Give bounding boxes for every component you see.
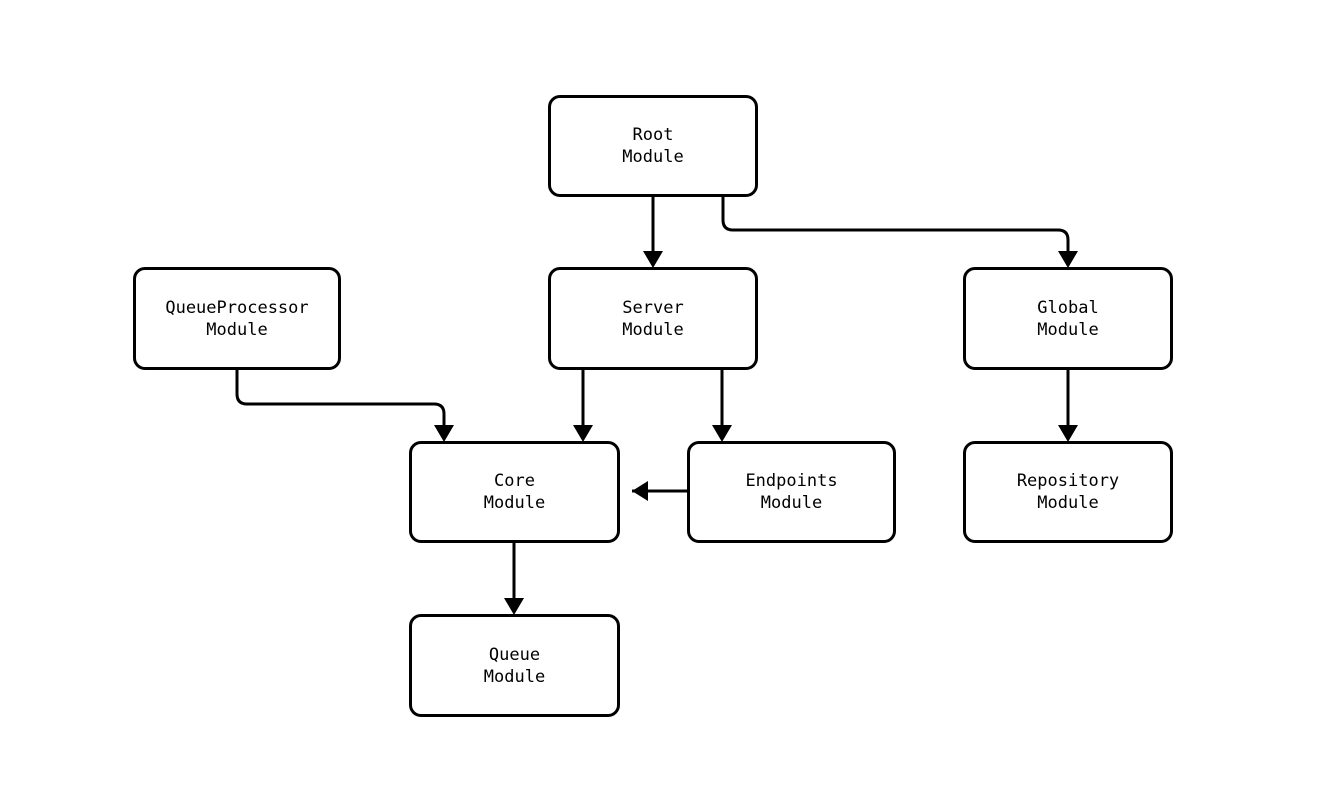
node-label: Server Module [622, 297, 684, 340]
arrowhead-server-to-core [573, 425, 593, 442]
node-root-module[interactable]: Root Module [548, 95, 758, 197]
arrowhead-endpoints-to-core [632, 481, 648, 501]
node-label: Queue Module [483, 644, 546, 687]
node-label: Core Module [483, 471, 546, 513]
node-repository-module[interactable]: Repository Module [963, 441, 1173, 543]
node-global-module[interactable]: Global Module [963, 267, 1173, 370]
node-label: QueueProcessor Module [165, 297, 309, 340]
node-core-module[interactable]: Core Module [409, 441, 620, 543]
node-label: Root Module [622, 125, 684, 167]
node-queue-module[interactable]: Queue Module [409, 614, 620, 717]
node-server-module[interactable]: Server Module [548, 267, 758, 370]
arrowhead-global-to-repository [1058, 425, 1078, 442]
node-label: Global Module [1037, 297, 1099, 340]
edge-queueprocessor-to-core [235, 370, 446, 430]
arrowhead-core-to-queue [504, 598, 524, 615]
arrowhead-queueprocessor-to-core [434, 425, 454, 442]
edges-group [235, 197, 1078, 615]
node-label: Endpoints Module [745, 471, 838, 513]
node-label: Repository Module [1016, 471, 1120, 513]
node-queueprocessor-module[interactable]: QueueProcessor Module [133, 267, 341, 370]
arrowhead-server-to-endpoints [712, 425, 732, 442]
node-endpoints-module[interactable]: Endpoints Module [687, 441, 896, 543]
edge-root-to-global [721, 197, 1070, 256]
arrowhead-root-to-global [1058, 251, 1078, 268]
arrowhead-root-to-server [643, 251, 663, 268]
